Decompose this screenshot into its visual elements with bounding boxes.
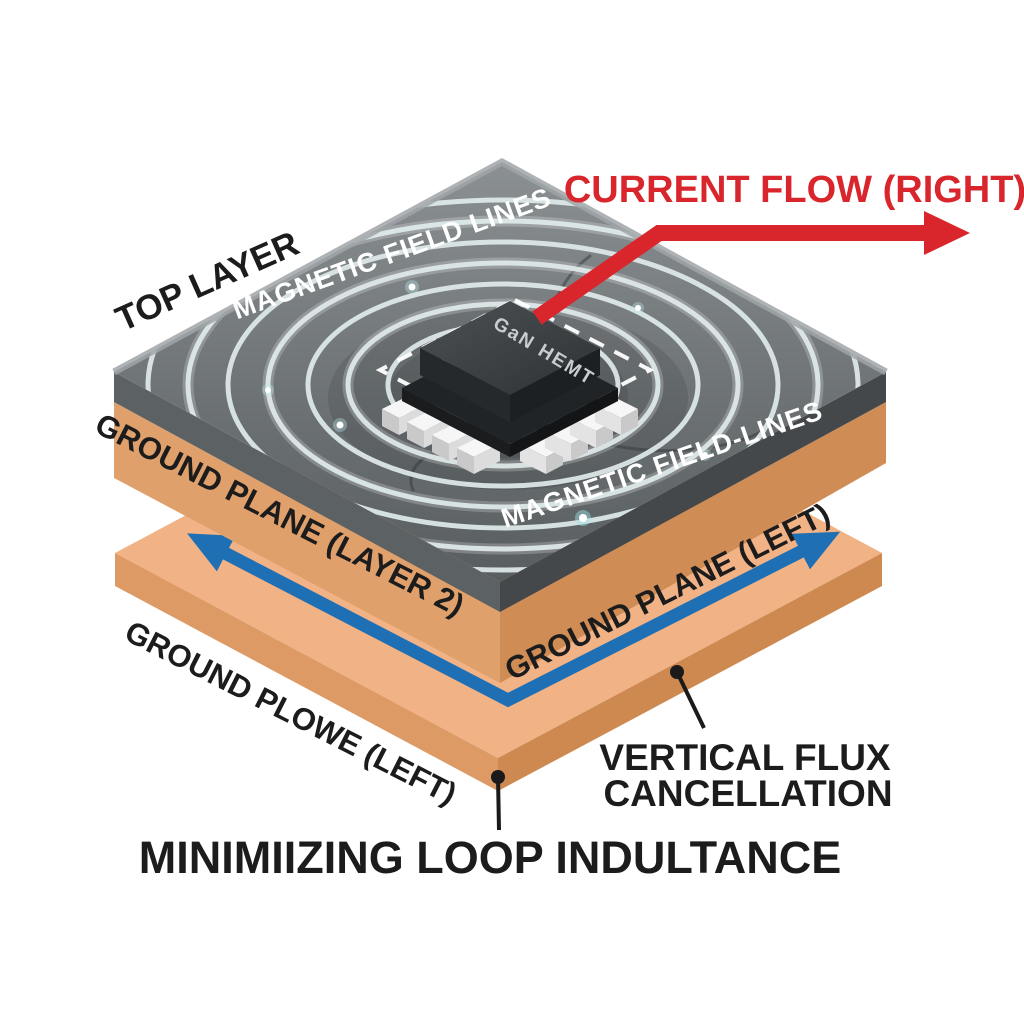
- bottom-slab-front-left-face: [115, 553, 498, 791]
- ground-layer2-left-face: [114, 402, 500, 683]
- board-bevel-edge: [112, 158, 888, 376]
- bottom-slab-front-right-face: [498, 553, 882, 791]
- magnetic-field-rings: [145, 197, 861, 573]
- sparkles: [262, 280, 711, 526]
- leader-vertical-flux: [670, 665, 706, 729]
- current-flow-arrow: [532, 211, 970, 325]
- ground-layer2-right-face: [500, 402, 886, 683]
- return-current-arrow: [187, 531, 841, 708]
- current-flow-label: CURRENT FLOW (RIGHT): [564, 169, 1024, 211]
- chip-package-top: [420, 301, 600, 422]
- leader-title: [491, 770, 505, 831]
- gan-hemt-chip: GaN HEMT: [382, 301, 638, 474]
- svg-text:VERTICAL FLUX: VERTICAL FLUX: [599, 737, 891, 778]
- vertical-flux-cancellation-label: VERTICAL FLUX CANCELLATION: [599, 737, 892, 814]
- svg-text:CANCELLATION: CANCELLATION: [603, 773, 892, 814]
- top-board-right-side: [500, 372, 886, 612]
- diagram-title: MINIMIIZING LOOP INDULTANCE: [139, 832, 841, 883]
- top-board-left-side: [114, 372, 500, 612]
